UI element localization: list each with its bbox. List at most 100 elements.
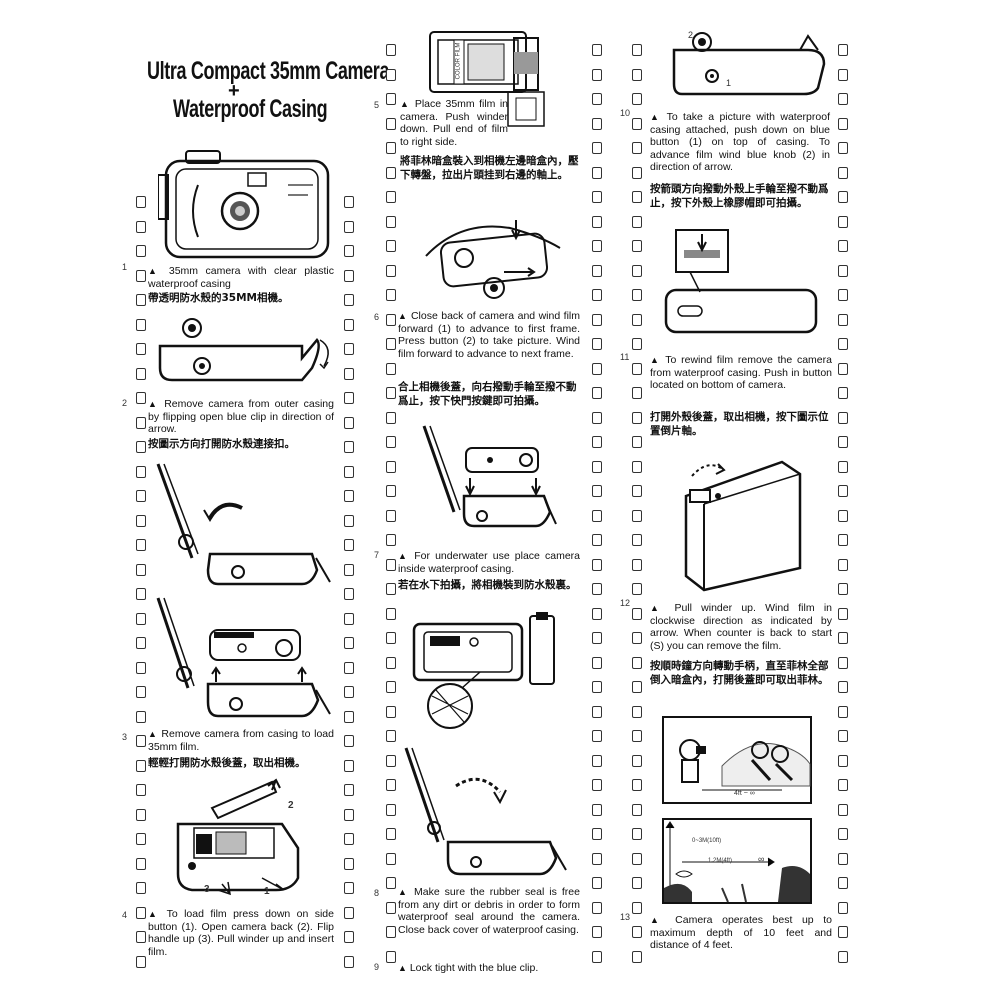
sprocket-hole: [632, 559, 642, 571]
sprocket-hole: [386, 510, 396, 522]
sprocket-hole: [632, 363, 642, 375]
title-line-1: Ultra Compact 35mm Camera: [147, 57, 390, 85]
sprocket-hole: [592, 191, 602, 203]
sprocket-hole: [136, 784, 146, 796]
sprocket-hole: [136, 270, 146, 282]
sprocket-hole: [592, 804, 602, 816]
sprocket-hole: [838, 44, 848, 56]
frame-number: 1: [122, 262, 128, 272]
sprocket-hole: [592, 93, 602, 105]
sprocket-hole: [136, 858, 146, 870]
sprocket-hole: [136, 392, 146, 404]
sprocket-hole: [136, 441, 146, 453]
col3-step2-chinese: 打開外殼後蓋，取出相機，按下圖示位置倒片軸。: [650, 411, 829, 437]
figure-wind-film: [420, 210, 568, 308]
sprocket-hole: [632, 608, 642, 620]
sprocket-hole: [344, 196, 354, 208]
col3-step1-chinese: 按箭頭方向撥動外殼上手輪至撥不動爲止，按下外殼上橡膠帽即可拍攝。: [650, 183, 829, 209]
sprocket-hole: [632, 632, 642, 644]
sprocket-hole: [592, 510, 602, 522]
frame-number: 5: [374, 100, 380, 110]
sprocket-hole: [592, 632, 602, 644]
col2-step2-chinese: 合上相機後蓋，向右撥動手輪至撥不動爲止，按下快門按鍵即可拍攝。: [398, 381, 577, 407]
sprocket-hole: [344, 711, 354, 723]
sprocket-hole: [592, 412, 602, 424]
sprocket-hole: [632, 681, 642, 693]
col2-step5-text: ▲ Lock tight with the blue clip.: [398, 962, 539, 974]
sprocket-hole: [632, 240, 642, 252]
col3-step3-chinese: 按順時鐘方向轉動手柄，直至菲林全部倒入暗盒內，打開後蓋即可取出菲林。: [650, 660, 829, 686]
sprocket-hole: [344, 221, 354, 233]
film-canister-label: COLOR FILM: [455, 42, 462, 80]
sprocket-hole: [838, 191, 848, 203]
figure-insert-camera: [418, 420, 558, 542]
sprocket-hole: [838, 412, 848, 424]
sprocket-hole: [838, 755, 848, 767]
sprocket-hole: [386, 485, 396, 497]
sprocket-hole: [632, 265, 642, 277]
sprocket-hole: [592, 363, 602, 375]
sprocket-hole: [344, 907, 354, 919]
sprocket-hole: [386, 902, 396, 914]
figure-open-clip: [152, 318, 337, 390]
sprocket-hole: [592, 828, 602, 840]
sprocket-hole: [386, 289, 396, 301]
sprocket-hole: [386, 632, 396, 644]
sprocket-hole: [386, 240, 396, 252]
sprocket-hole: [344, 956, 354, 968]
sprocket-hole: [136, 882, 146, 894]
sprocket-hole: [386, 436, 396, 448]
sprocket-hole: [632, 706, 642, 718]
figure-rubber-seal: [410, 610, 560, 740]
sprocket-hole: [344, 882, 354, 894]
title-line-2: Waterproof Casing: [173, 95, 328, 123]
sprocket-hole: [632, 314, 642, 326]
sprocket-hole: [838, 706, 848, 718]
sprocket-hole: [838, 265, 848, 277]
sprocket-hole: [386, 363, 396, 375]
sprocket-hole: [592, 534, 602, 546]
frame-number: 13: [620, 912, 631, 922]
sprocket-hole: [838, 461, 848, 473]
sprocket-hole: [344, 931, 354, 943]
sprocket-hole: [344, 343, 354, 355]
sprocket-hole: [632, 951, 642, 963]
figure-mark-1: 1: [726, 78, 732, 88]
sprocket-hole: [632, 191, 642, 203]
sprocket-hole: [344, 466, 354, 478]
frame-number: 4: [122, 910, 128, 920]
figure-remove-camera: [152, 592, 337, 724]
depth-label: 0~3M(10ft): [692, 838, 722, 844]
sprocket-hole: [386, 118, 396, 130]
col2-step4-text: ▲ Make sure the rubber seal is free from…: [398, 886, 580, 936]
sprocket-hole: [592, 436, 602, 448]
sprocket-hole: [136, 956, 146, 968]
sprocket-hole: [386, 755, 396, 767]
sprocket-hole: [592, 142, 602, 154]
sprocket-hole: [632, 289, 642, 301]
sprocket-hole: [838, 632, 848, 644]
sprocket-hole: [632, 779, 642, 791]
sprocket-hole: [344, 515, 354, 527]
sprocket-hole: [386, 93, 396, 105]
sprocket-hole: [838, 583, 848, 595]
sprocket-hole: [136, 245, 146, 257]
sprocket-hole: [386, 167, 396, 179]
figure-mark-1: 1: [264, 886, 270, 897]
figure-camera-in-casing: [157, 145, 333, 260]
sprocket-hole: [632, 583, 642, 595]
sprocket-hole: [592, 118, 602, 130]
sprocket-hole: [344, 809, 354, 821]
sprocket-hole: [838, 902, 848, 914]
sprocket-hole: [838, 167, 848, 179]
sprocket-hole: [592, 387, 602, 399]
col2-step1-chinese: 將菲林暗盒裝入到相機左邊暗盒內，壓下轉盤，拉出片頭挂到右邊的軸上。: [400, 155, 579, 181]
sprocket-hole: [386, 608, 396, 620]
sprocket-hole: [632, 510, 642, 522]
sprocket-hole: [838, 804, 848, 816]
col1-step3-text: ▲ Remove camera from casing to load 35mm…: [148, 728, 334, 753]
frame-number: 9: [374, 962, 380, 972]
sprocket-hole: [344, 245, 354, 257]
sprocket-hole: [136, 515, 146, 527]
sprocket-hole: [592, 755, 602, 767]
